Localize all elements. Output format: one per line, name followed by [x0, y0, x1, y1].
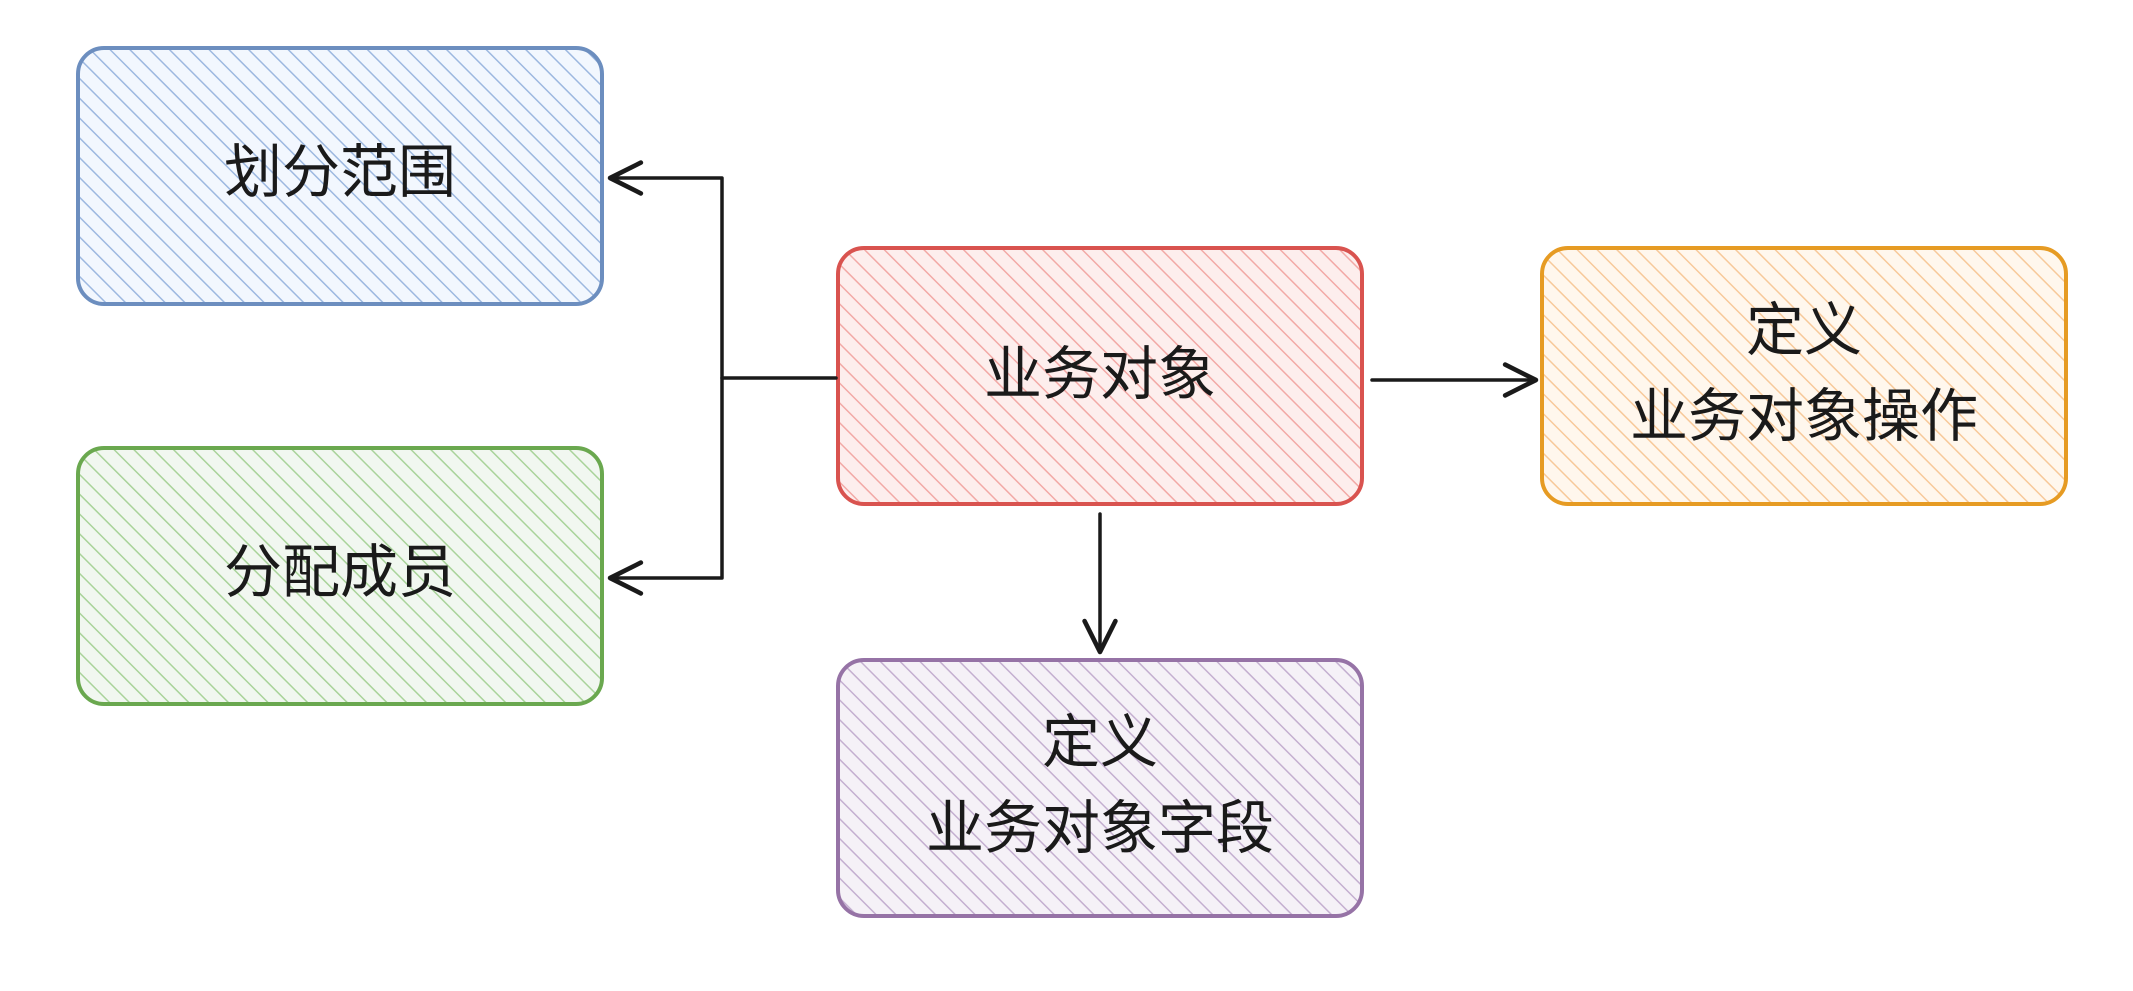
node-define-operations-line2: 业务对象操作 [1630, 382, 1978, 450]
node-members-label: 分配成员 [224, 538, 456, 606]
node-define-operations[interactable]: 定义 业务对象操作 [1540, 246, 2068, 506]
node-define-operations-line1: 定义 [1746, 296, 1862, 364]
edge-business-object-to-scope [607, 160, 838, 380]
node-scope-label: 划分范围 [224, 138, 456, 206]
node-define-fields-line1: 定义 [1042, 708, 1158, 776]
node-business-object[interactable]: 业务对象 [836, 246, 1364, 506]
node-define-fields-line2: 业务对象字段 [926, 794, 1274, 862]
node-members[interactable]: 分配成员 [76, 446, 604, 706]
edge-business-object-to-members [607, 376, 724, 596]
node-define-fields[interactable]: 定义 业务对象字段 [836, 658, 1364, 918]
node-scope[interactable]: 划分范围 [76, 46, 604, 306]
node-business-object-label: 业务对象 [984, 340, 1216, 408]
